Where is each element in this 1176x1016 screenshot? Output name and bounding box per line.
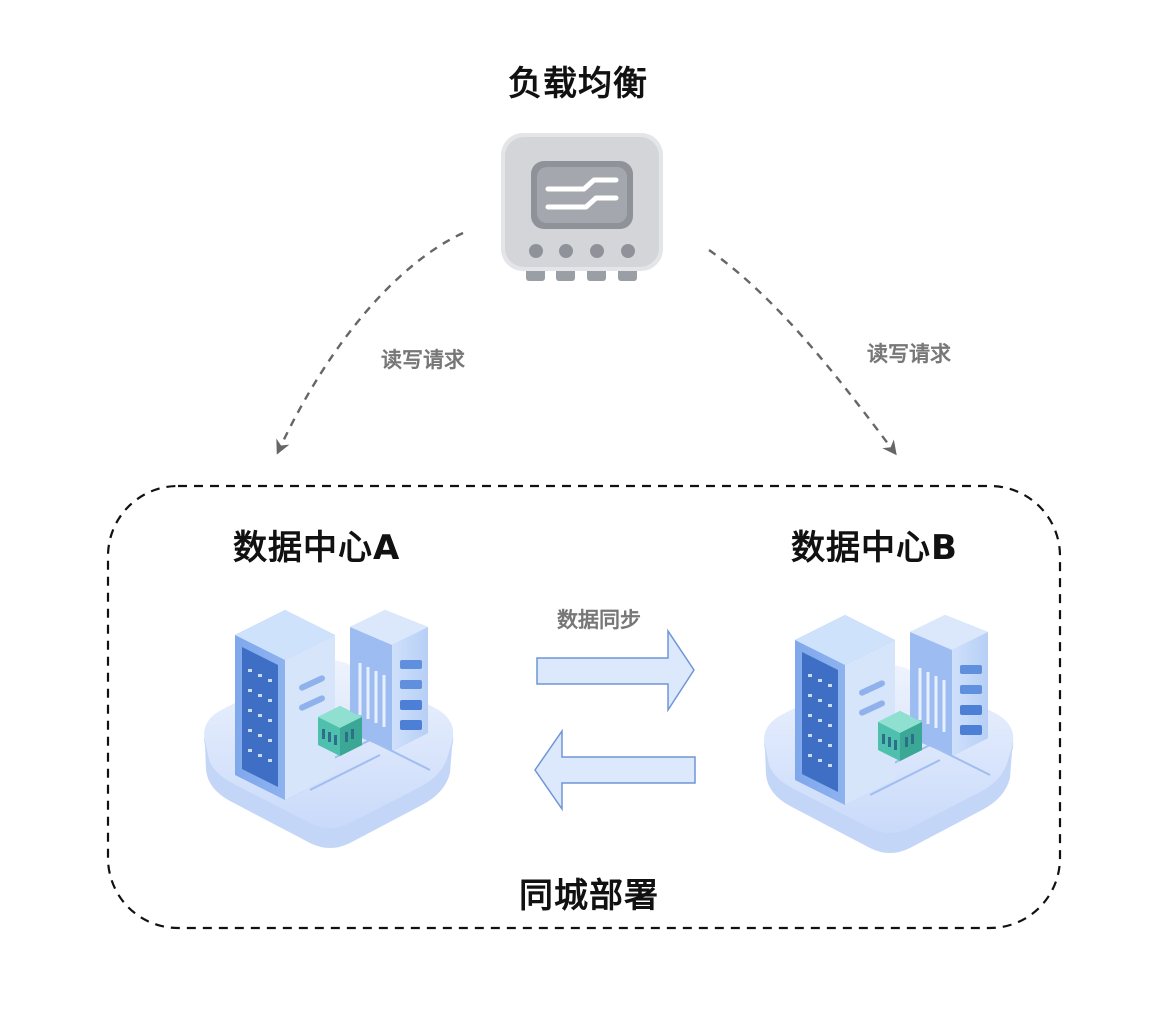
datacenter-a-icon[interactable] bbox=[204, 610, 454, 848]
load-balancer-icon[interactable] bbox=[501, 133, 663, 281]
load-balancer-title: 负载均衡 bbox=[508, 64, 648, 104]
request-label-right: 读写请求 bbox=[867, 342, 951, 366]
request-edge-left bbox=[276, 231, 464, 455]
request-edge-right bbox=[708, 249, 897, 456]
datacenter-a-title: 数据中心A bbox=[233, 528, 401, 568]
sync-arrow-b-to-a bbox=[534, 728, 696, 812]
request-label-left: 读写请求 bbox=[381, 348, 465, 372]
datacenter-b-icon[interactable] bbox=[764, 615, 1014, 853]
group-label: 同城部署 bbox=[519, 876, 659, 916]
same-city-group-box bbox=[106, 484, 1062, 930]
sync-arrow-a-to-b bbox=[536, 628, 695, 713]
sync-label: 数据同步 bbox=[557, 608, 641, 632]
datacenter-b-title: 数据中心B bbox=[791, 528, 958, 568]
